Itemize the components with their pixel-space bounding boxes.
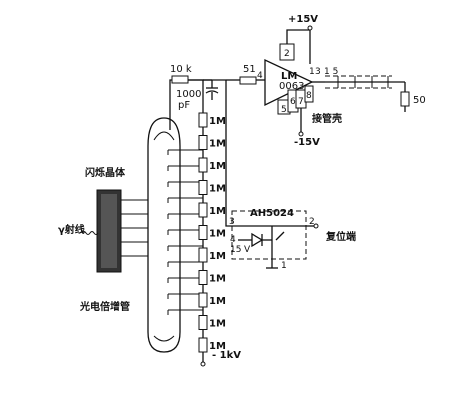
gamma-ray-wave: [81, 231, 99, 235]
pmt-label: 光电倍增管: [79, 300, 130, 313]
capacitor-label: 1000: [176, 89, 201, 100]
dynode-resistor: [198, 247, 208, 263]
heatsink-label: 接管壳: [312, 112, 342, 125]
opamp-pin-6: 6: [290, 97, 296, 107]
dynode-resistor: [198, 112, 208, 128]
ah5024-pin-3: 3: [229, 217, 235, 227]
capacitor-1000pf: [203, 79, 219, 100]
opamp-pin-7: 7: [298, 97, 304, 107]
dynode-resistor-label: 1M: [209, 139, 226, 150]
dynode-resistor: [198, 292, 208, 308]
dynode-resistor-label: 1M: [209, 184, 226, 195]
supply-pos-wire: [286, 29, 311, 64]
dynode-resistor: [198, 135, 208, 150]
dynode-resistor: [198, 157, 208, 173]
ah5024-label: AH5024: [250, 208, 294, 219]
ah5024-box: [231, 210, 307, 260]
resistor-51-label: 51: [243, 64, 256, 75]
supply-neg-label: -15V: [294, 137, 320, 148]
ah5024-pin-15: 15: [230, 245, 241, 255]
scintillator-crystal: [96, 189, 122, 273]
supply-neg-terminal: [298, 131, 304, 137]
coax-pin-1-5: 1 5: [324, 67, 338, 77]
resistor-50: [400, 91, 410, 107]
dynode-resistor-label: 1M: [209, 296, 226, 307]
dynode-resistor: [198, 202, 208, 218]
dynode-resistor: [198, 337, 208, 353]
resistor-50-label: 50: [413, 95, 426, 106]
reset-label: 复位端: [325, 230, 356, 243]
ah5024-pin-2: 2: [309, 217, 315, 227]
dynode-resistor: [198, 315, 208, 330]
opamp-pin-8: 8: [306, 91, 312, 101]
dynode-resistor-label: 1M: [209, 319, 226, 330]
dynode-resistor-chain: 1M 1M 1M 1M 1M 1M 1M 1M 1M 1M 1M: [198, 112, 226, 353]
coax-output-cable: [312, 75, 405, 89]
opamp-pin-3: 3: [315, 67, 321, 77]
opamp-label-line2: 0063: [279, 81, 304, 92]
dynode-resistor-label: 1M: [209, 206, 226, 217]
ah5024-pin-4: 4: [230, 235, 236, 245]
opamp-pin-5: 5: [281, 105, 287, 115]
dynode-resistor-label: 1M: [209, 116, 226, 127]
opamp-pin-1: 1: [309, 67, 315, 77]
dynode-resistor-label: 1M: [209, 161, 226, 172]
ah5024-internal: [238, 225, 300, 269]
resistor-51: [239, 76, 257, 85]
photomultiplier-tube: [147, 117, 181, 353]
scintillator-label: 闪烁晶体: [85, 166, 126, 179]
ah5024-pin-1: 1: [281, 261, 287, 271]
supply-pos-terminal: [307, 25, 313, 31]
rc-wire: [188, 79, 204, 88]
dynode-resistor: [198, 180, 208, 195]
ah5024-vin: V: [244, 245, 251, 255]
dynode-resistor: [198, 270, 208, 285]
gamma-ray-label: γ射线: [58, 223, 85, 236]
dynode-resistor-label: 1M: [209, 274, 226, 285]
capacitor-unit-label: pF: [178, 100, 190, 111]
reset-terminal: [313, 223, 319, 229]
crystal-coupling-lines: [121, 199, 148, 257]
opamp-label-line1: LM: [281, 71, 297, 82]
resistor-10k-label: 10 k: [170, 64, 192, 75]
supply-pos-label: +15V: [288, 14, 318, 25]
hv-terminal: [200, 361, 206, 367]
opamp-lm0063: [264, 43, 314, 115]
opamp-pin-2: 2: [284, 49, 290, 59]
dynode-resistor-label: 1M: [209, 229, 226, 240]
hv-label: - 1kV: [212, 350, 241, 361]
resistor-10k: [171, 75, 189, 84]
dynode-resistor-label: 1M: [209, 341, 226, 352]
dynode-resistor-label: 1M: [209, 251, 226, 262]
opamp-pin-4: 4: [257, 71, 263, 81]
feedback-wire: [225, 80, 238, 227]
dynode-resistor: [198, 225, 208, 240]
